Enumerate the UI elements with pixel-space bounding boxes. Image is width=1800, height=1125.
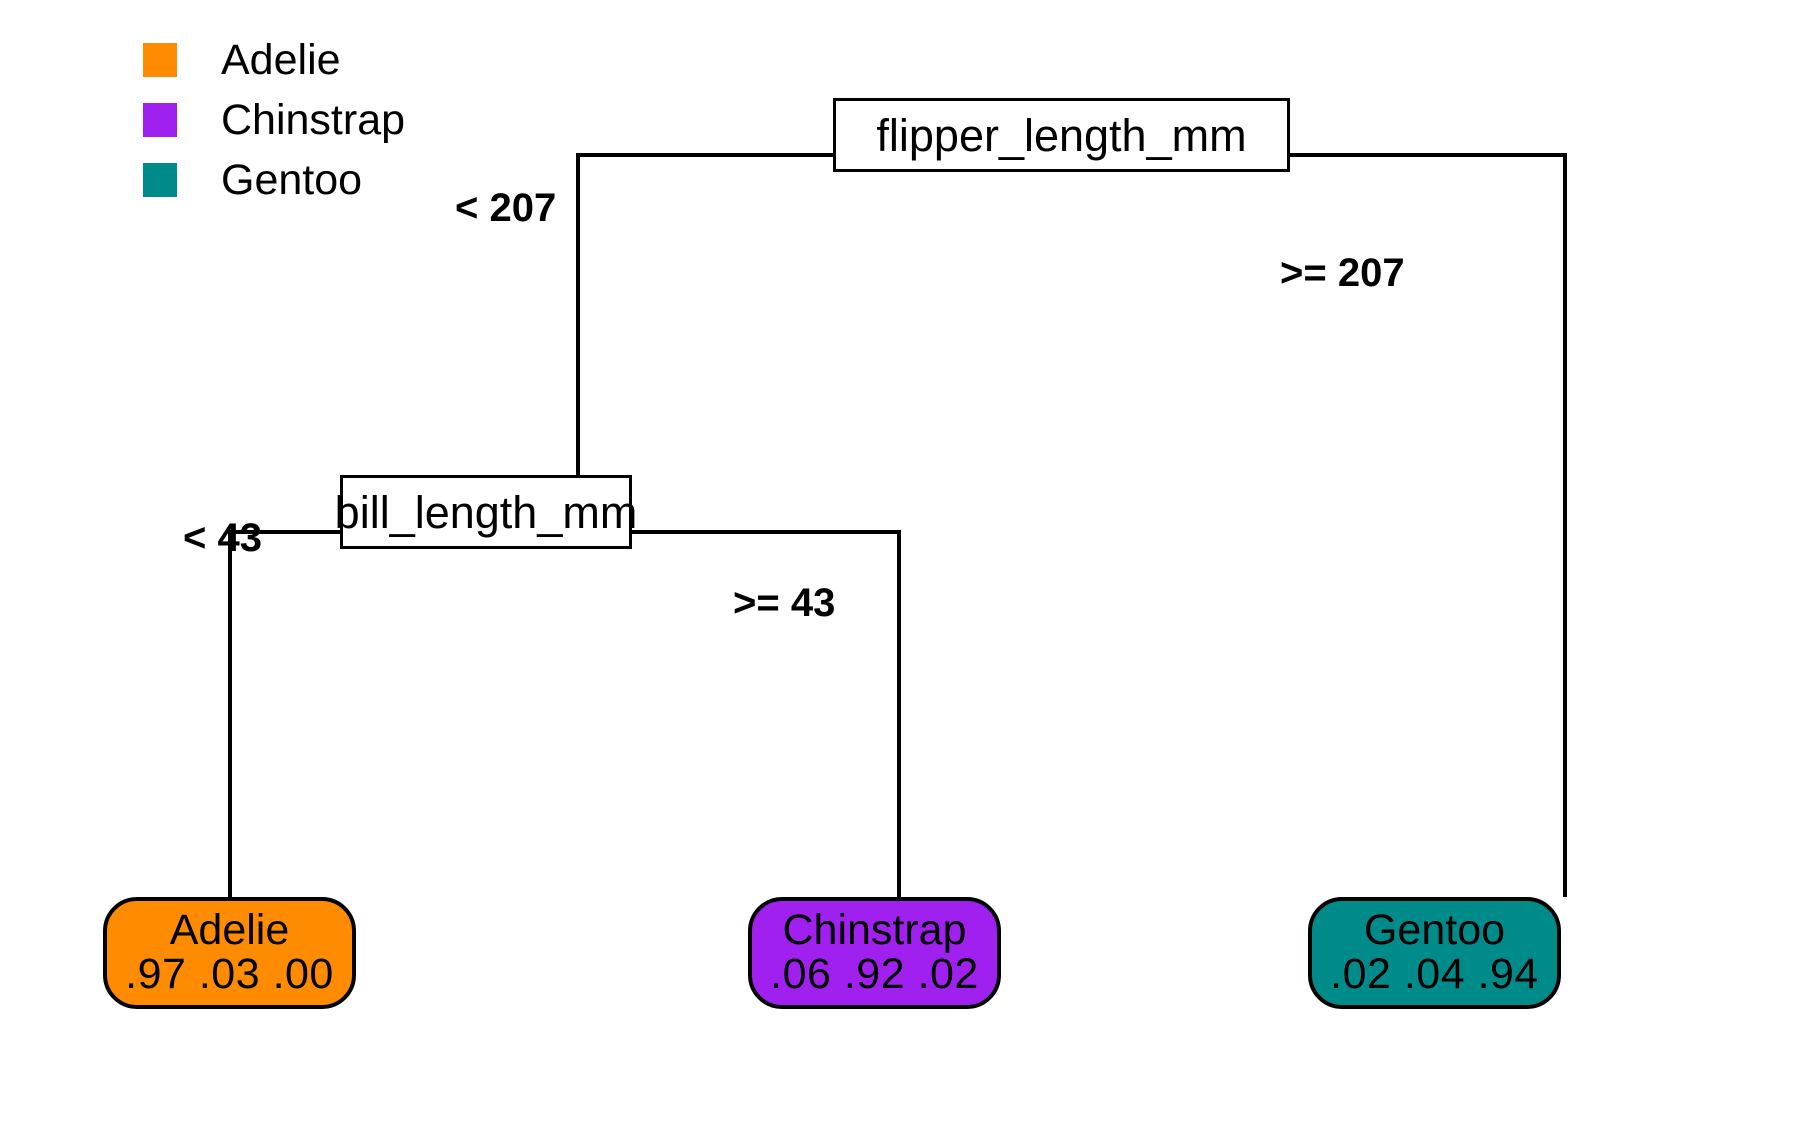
legend-item-gentoo: Gentoo	[143, 150, 563, 210]
edge-label-flipper-ge-207: >= 207	[1280, 251, 1405, 295]
leaf-probabilities-chinstrap: .06 .92 .02	[770, 950, 979, 998]
split-node-bill-length[interactable]: bill_length_mm	[335, 475, 637, 549]
legend-item-adelie: Adelie	[143, 30, 563, 90]
leaf-label-chinstrap: Chinstrap	[782, 906, 967, 955]
split-node-label-flipper-length: flipper_length_mm	[876, 109, 1247, 161]
leaf-node-chinstrap[interactable]: Chinstrap .06 .92 .02	[748, 897, 1001, 1009]
edge-label-bill-lt-43: < 43	[183, 516, 262, 560]
leaf-node-gentoo[interactable]: Gentoo .02 .04 .94	[1308, 897, 1561, 1009]
legend-item-chinstrap: Chinstrap	[143, 90, 563, 150]
leaf-node-adelie[interactable]: Adelie .97 .03 .00	[103, 897, 356, 1009]
color-swatch-icon-chinstrap	[143, 103, 177, 137]
edge-label-flipper-lt-207: < 207	[455, 186, 557, 230]
edge-bill-right	[632, 530, 901, 897]
edge-label-bill-ge-43: >= 43	[733, 581, 836, 625]
edge-root-right	[1290, 153, 1567, 897]
legend-label-chinstrap: Chinstrap	[221, 95, 406, 144]
split-node-label-bill-length: bill_length_mm	[334, 486, 638, 538]
color-swatch-icon-adelie	[143, 43, 177, 77]
legend-label-gentoo: Gentoo	[221, 155, 363, 204]
class-legend: Adelie Chinstrap Gentoo	[143, 30, 563, 210]
split-node-flipper-length[interactable]: flipper_length_mm	[833, 98, 1290, 172]
edge-root-left	[576, 153, 833, 475]
legend-label-adelie: Adelie	[221, 35, 341, 84]
leaf-probabilities-gentoo: .02 .04 .94	[1330, 950, 1539, 998]
edge-bill-left	[228, 530, 340, 897]
leaf-label-adelie: Adelie	[169, 906, 290, 955]
leaf-label-gentoo: Gentoo	[1363, 906, 1506, 955]
leaf-probabilities-adelie: .97 .03 .00	[125, 950, 334, 998]
color-swatch-icon-gentoo	[143, 163, 177, 197]
